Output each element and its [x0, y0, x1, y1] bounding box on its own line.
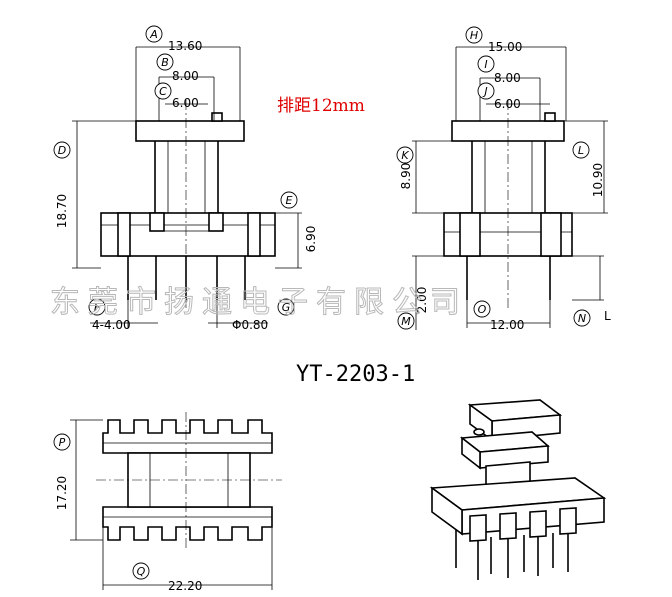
label-e: E — [286, 194, 293, 207]
part-number-title: YT-2203-1 — [296, 362, 415, 387]
dim-a: 13.60 — [168, 39, 202, 53]
dim-n: L — [604, 309, 611, 323]
dim-m: 2.00 — [415, 287, 429, 314]
dim-b: 8.00 — [172, 69, 199, 83]
dim-g: Φ0.80 — [232, 318, 268, 332]
pitch-note: 排距12mm — [277, 96, 365, 116]
label-m: M — [401, 315, 411, 328]
label-f: F — [94, 301, 101, 314]
dim-k: 8.90 — [399, 163, 413, 190]
dim-c: 6.00 — [172, 96, 199, 110]
dim-q: 22.20 — [168, 579, 202, 593]
dim-f: 4-4.00 — [92, 318, 131, 332]
dim-l: 10.90 — [591, 163, 605, 197]
label-q: Q — [137, 565, 146, 578]
bottom-view: P 17.20 Q 22.20 — [53, 412, 282, 593]
dim-j: 6.00 — [494, 97, 521, 111]
label-b: B — [161, 56, 169, 69]
label-g: G — [282, 301, 291, 314]
label-j: J — [482, 85, 487, 98]
dim-h: 15.00 — [488, 40, 522, 54]
label-k: K — [401, 149, 409, 162]
label-c: C — [159, 85, 167, 98]
watermark: 东莞市扬通电子有限公司 — [50, 285, 468, 320]
label-d: D — [58, 144, 66, 157]
label-p: P — [59, 436, 66, 449]
label-a: A — [149, 28, 158, 41]
label-i: I — [484, 58, 487, 71]
dim-d: 18.70 — [55, 194, 69, 228]
isometric-view — [429, 399, 607, 580]
label-n: N — [578, 312, 586, 325]
dim-e: 6.90 — [304, 226, 318, 253]
dim-i: 8.00 — [494, 71, 521, 85]
dim-o: 12.00 — [490, 318, 524, 332]
label-h: H — [470, 29, 478, 42]
side-view: H 15.00 I 8.00 J 6.00 K 8.90 L 10.90 M 2… — [396, 26, 611, 332]
front-view: A 13.60 B 8.00 C 6.00 D 18.70 E 6.90 F 4… — [53, 25, 318, 332]
label-l: L — [578, 144, 584, 157]
label-o: O — [478, 303, 487, 316]
dim-p: 17.20 — [55, 476, 69, 510]
